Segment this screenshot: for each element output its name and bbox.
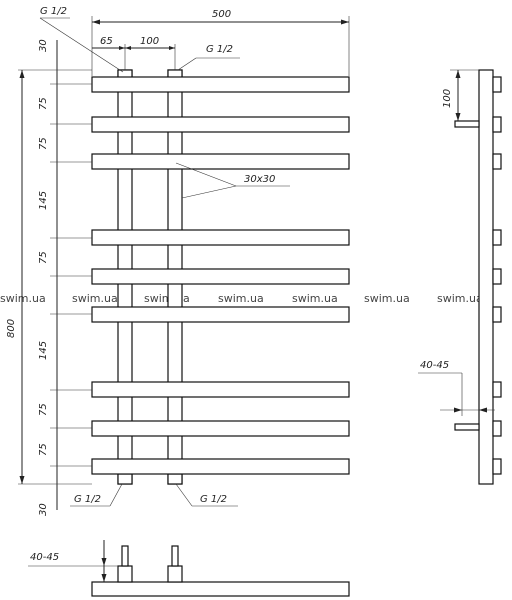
rail — [91, 76, 350, 93]
side-view-riser — [478, 69, 494, 485]
watermark-row: swim.ua swim.ua swim.ua swim.ua swim.ua … — [0, 292, 483, 305]
side-view-rail — [492, 116, 502, 133]
side-view-rail — [492, 153, 502, 170]
dim-side-depth: 40-45 — [420, 360, 449, 371]
watermark: swim.ua — [0, 292, 46, 305]
rail — [91, 229, 350, 246]
side-view-rail — [492, 229, 502, 246]
label-bottom-left-connection: G 1/2 — [74, 494, 101, 505]
watermark: swim.ua — [292, 292, 338, 305]
side-view-rail — [492, 306, 502, 323]
label-bottom-right-connection: G 1/2 — [200, 494, 227, 505]
bottom-view-pipe-left — [121, 545, 129, 567]
dim-rail-gap: 75 — [38, 443, 49, 456]
bottom-left-inlet — [117, 473, 133, 485]
rail — [91, 458, 350, 475]
dim-overall-width: 500 — [212, 9, 231, 20]
side-view-rail — [492, 381, 502, 398]
bottom-connection-labels: G 1/2 G 1/2 — [70, 483, 238, 507]
label-top-right-connection: G 1/2 — [206, 44, 233, 55]
dim-pipe-offset: 65 — [100, 36, 113, 47]
watermark: swim.ua — [72, 292, 118, 305]
dim-bottom-depth: 40-45 — [30, 552, 59, 563]
side-view-rail — [492, 76, 502, 93]
side-view-top-fitting — [454, 120, 480, 128]
watermark: swim.ua — [437, 292, 483, 305]
bottom-view-pipe-right — [171, 545, 179, 567]
bottom-view: 40-45 — [28, 540, 350, 597]
rail — [91, 381, 350, 398]
vertical-dimension-chain: 30 75 75 145 75 145 75 75 30 800 — [6, 39, 92, 516]
rail — [91, 268, 350, 285]
watermark: swim.ua — [218, 292, 264, 305]
watermark: swim.ua — [144, 292, 190, 305]
top-connection-labels: G 1/2 G 1/2 — [39, 6, 240, 73]
profile-callout: 30x30 — [175, 162, 290, 199]
dim-rail-gap: 75 — [38, 97, 49, 110]
dim-rail-gap: 75 — [38, 137, 49, 150]
dim-pipe-spacing: 100 — [140, 36, 159, 47]
label-profile-size: 30x30 — [244, 174, 275, 185]
side-view: 100 40-45 — [418, 69, 502, 485]
side-view-bottom-fitting — [454, 423, 480, 431]
dim-rail-gap-large: 145 — [38, 191, 49, 210]
bottom-view-fitting-left — [117, 565, 133, 583]
bottom-view-fitting-right — [167, 565, 183, 583]
dim-side-offset: 100 — [442, 89, 453, 108]
dim-rail-gap: 75 — [38, 251, 49, 264]
dim-bottom-margin: 30 — [38, 503, 49, 516]
watermark: swim.ua — [364, 292, 410, 305]
dim-overall-height: 800 — [6, 319, 17, 338]
rail — [91, 153, 350, 170]
width-dimension: 500 — [91, 9, 350, 76]
dim-rail-gap: 75 — [38, 403, 49, 416]
label-top-left-connection: G 1/2 — [40, 6, 67, 17]
rail — [91, 306, 350, 323]
rail — [91, 116, 350, 133]
dim-rail-gap-large: 145 — [38, 341, 49, 360]
dim-top-margin: 30 — [38, 39, 49, 52]
side-view-rail — [492, 268, 502, 285]
pipe-position-dimensions: 65 100 — [92, 36, 176, 70]
rail — [91, 420, 350, 437]
side-view-rail — [492, 420, 502, 437]
side-view-rail — [492, 458, 502, 475]
bottom-view-rail — [91, 581, 350, 597]
bottom-right-inlet — [167, 473, 183, 485]
front-view — [91, 69, 350, 485]
